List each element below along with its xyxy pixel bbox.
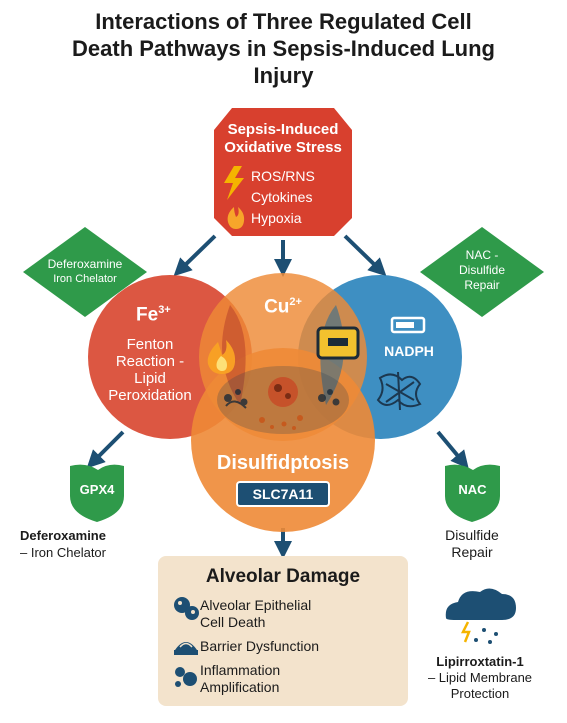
title-line-3: Injury — [253, 63, 314, 88]
arrow-nadph-to-nac — [436, 430, 469, 469]
damage-item-2-line-1: Barrier Dysfunction — [200, 638, 320, 654]
alveolar-damage-box: Alveolar Damage Alveolar Epithelial Cell… — [158, 556, 408, 706]
arrow-stress-to-iron — [173, 234, 217, 277]
nadph-label: NADPH — [384, 343, 434, 359]
barrier-icon — [174, 642, 198, 655]
nac-shield — [445, 464, 500, 522]
right-diamond-label: NAC - Disulfide Repair — [427, 248, 537, 293]
gpx4-caption-line-2: – Iron Chelator — [20, 545, 106, 560]
stress-item-ros: ROS/RNS — [251, 168, 315, 184]
right-diamond-line-3: Repair — [464, 278, 500, 292]
fire-icon-inner — [216, 356, 227, 371]
right-diamond — [420, 227, 544, 317]
cell-icon-center — [268, 377, 298, 407]
nac-label: NAC — [458, 482, 487, 497]
protein-mesh-icon — [376, 371, 422, 411]
molecule-icon-left — [224, 389, 248, 409]
debris-icon — [259, 415, 303, 430]
slc7a11-badge — [236, 481, 330, 507]
lipirroxtatin-label: Lipirroxtatin-1 – Lipid Membrane Protect… — [410, 654, 550, 702]
iron-label-line-1: Fenton — [126, 336, 174, 353]
iron-label-line-3: Lipid — [134, 370, 166, 387]
copper-ion-charge: 2+ — [289, 296, 302, 308]
left-diamond-line-1: Deferoxamine — [47, 257, 123, 271]
molecule-icon-right — [318, 389, 340, 406]
storm-cloud-icon — [445, 588, 516, 644]
iron-ion-charge: 3+ — [158, 304, 171, 316]
battery-icon — [390, 316, 426, 334]
lock-icon-slot — [328, 338, 348, 346]
diagram-title: Interactions of Three Regulated Cell Dea… — [0, 8, 567, 89]
damage-item-3-line-2: Amplification — [200, 679, 280, 695]
arrow-iron-to-gpx4 — [86, 430, 125, 469]
damage-item-3-line-1: Inflammation — [200, 662, 281, 678]
damage-item-1-line-1: Alveolar Epithelial — [200, 597, 312, 613]
stress-items: ROS/RNS Cytokines Hypoxia — [251, 166, 315, 229]
left-diamond-line-2: Iron Chelator — [53, 273, 117, 285]
copper-ion-symbol: Cu — [264, 296, 290, 318]
damage-item-barrier: Barrier Dysfunction — [200, 638, 319, 655]
iron-ion: Fe3+ — [136, 304, 171, 327]
stress-item-hypoxia: Hypoxia — [251, 210, 302, 226]
cells-icon — [174, 597, 199, 620]
gpx4-caption-line-1: Deferoxamine — [20, 528, 106, 543]
damage-item-inflammation: Inflammation Amplification — [200, 662, 280, 696]
stress-item-cytokines: Cytokines — [251, 189, 313, 205]
lipirroxtatin-line-1: Lipirroxtatin-1 — [436, 654, 524, 669]
lightning-icon — [224, 166, 244, 200]
nac-caption: Disulfide Repair — [430, 527, 514, 561]
alveolar-damage-title: Alveolar Damage — [205, 566, 361, 587]
title-line-2: Death Pathways in Sepsis-Induced Lung — [72, 36, 495, 61]
stress-title: Sepsis-Induced Oxidative Stress — [214, 121, 352, 157]
gpx4-shield — [70, 464, 124, 522]
battery-icon-fill — [396, 322, 414, 328]
iron-label-line-4: Peroxidation — [108, 387, 192, 404]
nac-caption-line-2: Repair — [451, 544, 493, 560]
right-diamond-line-1: NAC - — [465, 248, 499, 262]
stress-title-line-1: Sepsis-Induced — [227, 121, 339, 138]
inflammation-icon — [175, 667, 197, 687]
disulfidptosis-label: Disulfidptosis — [216, 452, 350, 474]
slc7a11-label: SLC7A11 — [252, 486, 314, 502]
stress-box — [214, 108, 352, 236]
flame-icon — [227, 207, 245, 229]
damage-item-cell-death: Alveolar Epithelial Cell Death — [200, 597, 311, 631]
lipirroxtatin-line-3: Protection — [450, 686, 510, 701]
nac-caption-line-1: Disulfide — [445, 527, 499, 543]
left-diamond-label: Deferoxamine Iron Chelator — [30, 257, 140, 287]
gpx4-label: GPX4 — [79, 482, 115, 497]
title-line-1: Interactions of Three Regulated Cell — [95, 9, 472, 34]
iron-label-line-2: Reaction - — [115, 353, 185, 370]
right-diamond-line-2: Disulfide — [458, 263, 506, 277]
left-diamond — [23, 227, 147, 317]
iron-ion-symbol: Fe — [136, 304, 159, 326]
copper-ion: Cu2+ — [253, 296, 313, 319]
gpx4-caption: Deferoxamine – Iron Chelator — [20, 527, 106, 561]
stress-title-line-2: Oxidative Stress — [224, 139, 342, 156]
damage-item-1-line-2: Cell Death — [200, 614, 266, 630]
arrow-stress-to-nadph — [343, 234, 387, 277]
iron-pathway-label: Fenton Reaction - Lipid Peroxidation — [95, 336, 205, 404]
lipirroxtatin-line-2: – Lipid Membrane — [427, 670, 533, 685]
